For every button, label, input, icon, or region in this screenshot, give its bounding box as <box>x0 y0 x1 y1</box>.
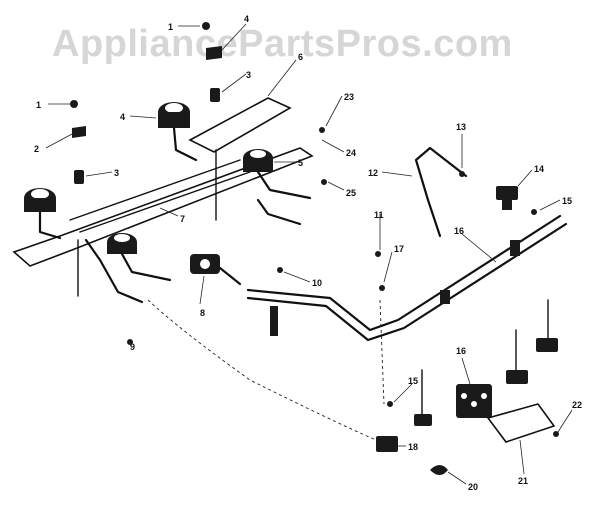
screw-11 <box>375 251 381 257</box>
burner-right-front <box>243 149 312 226</box>
burner-valve-lower <box>414 369 432 426</box>
callout-10: 10 <box>312 278 322 288</box>
callout-12: 12 <box>368 168 378 178</box>
screw-15-upper <box>531 209 537 215</box>
burner-valve-bottom <box>376 436 398 452</box>
spacer-top <box>210 88 220 102</box>
burner-left-front <box>107 233 172 282</box>
manifold-pipe-inner <box>246 222 568 342</box>
callout-11: 11 <box>374 210 384 220</box>
callout-21: 21 <box>518 476 528 486</box>
fitting-13 <box>459 171 465 177</box>
callout-16-upper: 16 <box>454 226 464 236</box>
switch-mount-bracket <box>486 403 556 443</box>
burner-valve-middle <box>506 329 528 384</box>
clip-left <box>72 126 86 138</box>
screw-17 <box>379 285 385 291</box>
callout-5: 5 <box>298 158 303 168</box>
leader-lines <box>45 23 573 485</box>
screw-23 <box>319 127 325 133</box>
callout-23: 23 <box>344 92 354 102</box>
callout-13: 13 <box>456 122 466 132</box>
clip-top <box>206 46 222 60</box>
watermark-text: AppliancePartsPros.com <box>52 23 513 65</box>
hose-clamp <box>430 465 448 475</box>
callout-15-upper: 15 <box>562 196 572 206</box>
pressure-regulator <box>190 254 242 286</box>
callout-4-left: 4 <box>120 112 125 122</box>
callout-25: 25 <box>346 188 356 198</box>
screw-15-lower <box>387 401 393 407</box>
manifold-pipe <box>246 214 562 332</box>
callout-1-left: 1 <box>36 100 41 110</box>
burner-right-rear <box>158 102 198 162</box>
connection-dashed-line <box>147 299 377 441</box>
callout-16-lower: 16 <box>456 346 466 356</box>
screw-left <box>70 100 78 108</box>
callout-22: 22 <box>572 400 582 410</box>
screw-dashed-line <box>379 299 385 405</box>
screw-22 <box>553 431 559 437</box>
manifold-fitting-1 <box>510 240 520 256</box>
burner-support-frame <box>12 97 314 267</box>
callout-15-lower: 15 <box>408 376 418 386</box>
flex-supply-tube <box>414 146 468 238</box>
callout-2: 2 <box>34 144 39 154</box>
burner-left-rear <box>24 188 62 240</box>
callout-18: 18 <box>408 442 418 452</box>
burner-valve-top <box>496 186 518 210</box>
callout-9: 9 <box>130 342 135 352</box>
callout-8: 8 <box>200 308 205 318</box>
ignition-switch-block <box>456 384 492 418</box>
callout-3-left: 3 <box>114 168 119 178</box>
manifold-fitting-2 <box>440 290 450 304</box>
burner-tube-front-left <box>84 238 144 304</box>
callout-labels: 1 4 3 1 4 2 3 5 6 7 8 9 10 11 12 13 14 1… <box>34 14 582 492</box>
screw-top <box>202 22 210 30</box>
callout-20: 20 <box>468 482 478 492</box>
callout-6: 6 <box>298 52 303 62</box>
callout-17: 17 <box>394 244 404 254</box>
orifice-left <box>127 339 133 345</box>
callout-7: 7 <box>180 214 185 224</box>
spacer-left <box>74 170 84 184</box>
callout-14: 14 <box>534 164 544 174</box>
callout-1-top: 1 <box>168 22 173 32</box>
manifold-bracket <box>270 306 278 336</box>
burner-valve-right <box>536 299 558 352</box>
screw-25 <box>321 179 327 185</box>
callout-3-top: 3 <box>246 70 251 80</box>
callout-4-top: 4 <box>244 14 249 24</box>
screw-10 <box>277 267 283 273</box>
callout-24: 24 <box>346 148 356 158</box>
